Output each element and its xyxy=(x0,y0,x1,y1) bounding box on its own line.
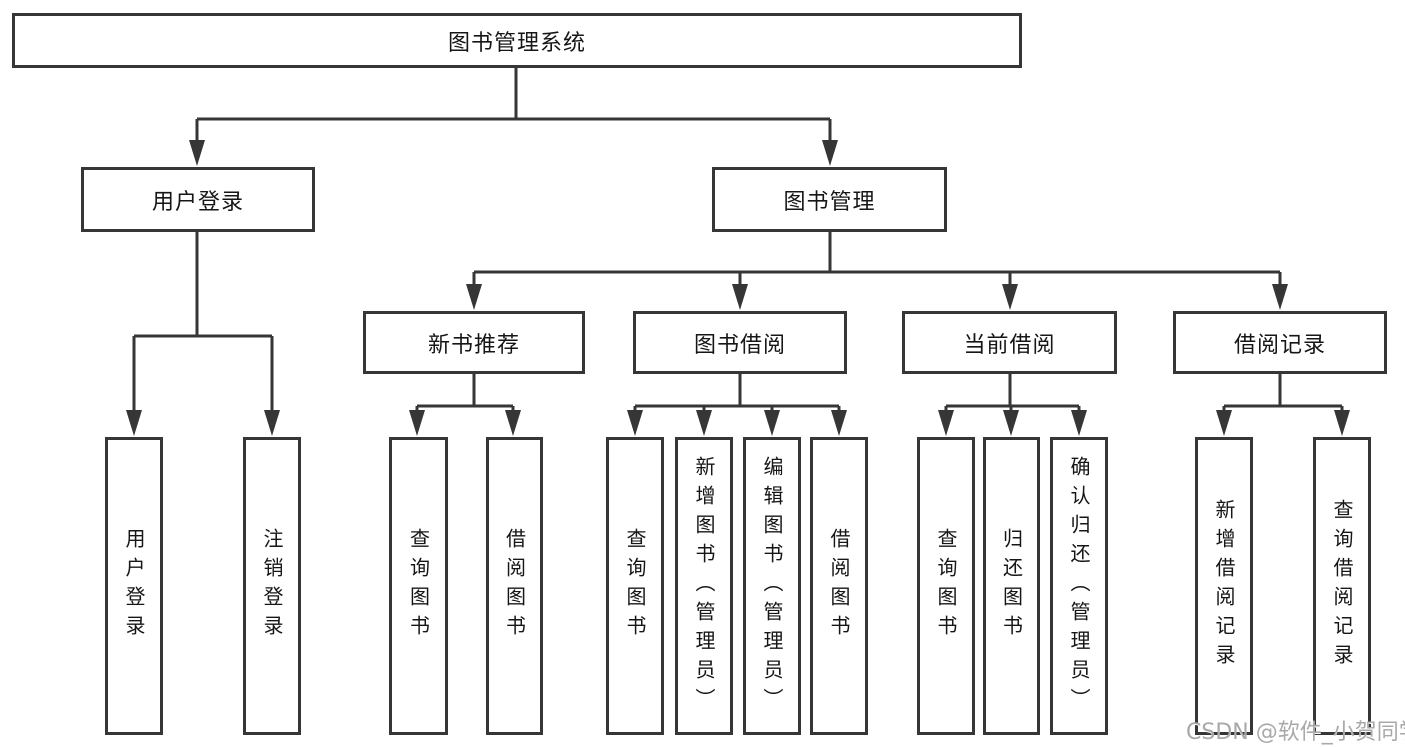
node-query-borrow-record: 查询借阅记录 xyxy=(1313,437,1371,735)
node-confirm-return-admin: 确认归还（管理员） xyxy=(1050,437,1108,735)
node-book-borrowing: 图书借阅 xyxy=(633,311,847,374)
node-edit-books-admin: 编辑图书（管理员） xyxy=(743,437,801,735)
node-borrowing-records: 借阅记录 xyxy=(1173,311,1387,374)
node-user-login: 用户登录 xyxy=(105,437,163,735)
node-add-borrow-record: 新增借阅记录 xyxy=(1195,437,1253,735)
node-user-login-branch: 用户登录 xyxy=(81,167,315,232)
node-query-books-recommend: 查询图书 xyxy=(389,437,448,735)
node-query-books-current: 查询图书 xyxy=(917,437,975,735)
node-current-borrowing: 当前借阅 xyxy=(902,311,1117,374)
node-borrow-books-borrowing: 借阅图书 xyxy=(810,437,868,735)
node-logout: 注销登录 xyxy=(243,437,301,735)
node-return-books: 归还图书 xyxy=(983,437,1040,735)
node-borrow-books-recommend: 借阅图书 xyxy=(486,437,543,735)
csdn-watermark: CSDN @软件_小贺同学 xyxy=(1186,720,1405,745)
node-book-management-branch: 图书管理 xyxy=(712,167,947,232)
node-query-books-borrowing: 查询图书 xyxy=(606,437,664,735)
node-new-book-recommendation: 新书推荐 xyxy=(363,311,585,374)
node-add-books-admin: 新增图书（管理员） xyxy=(675,437,733,735)
node-library-management-system: 图书管理系统 xyxy=(12,13,1022,68)
